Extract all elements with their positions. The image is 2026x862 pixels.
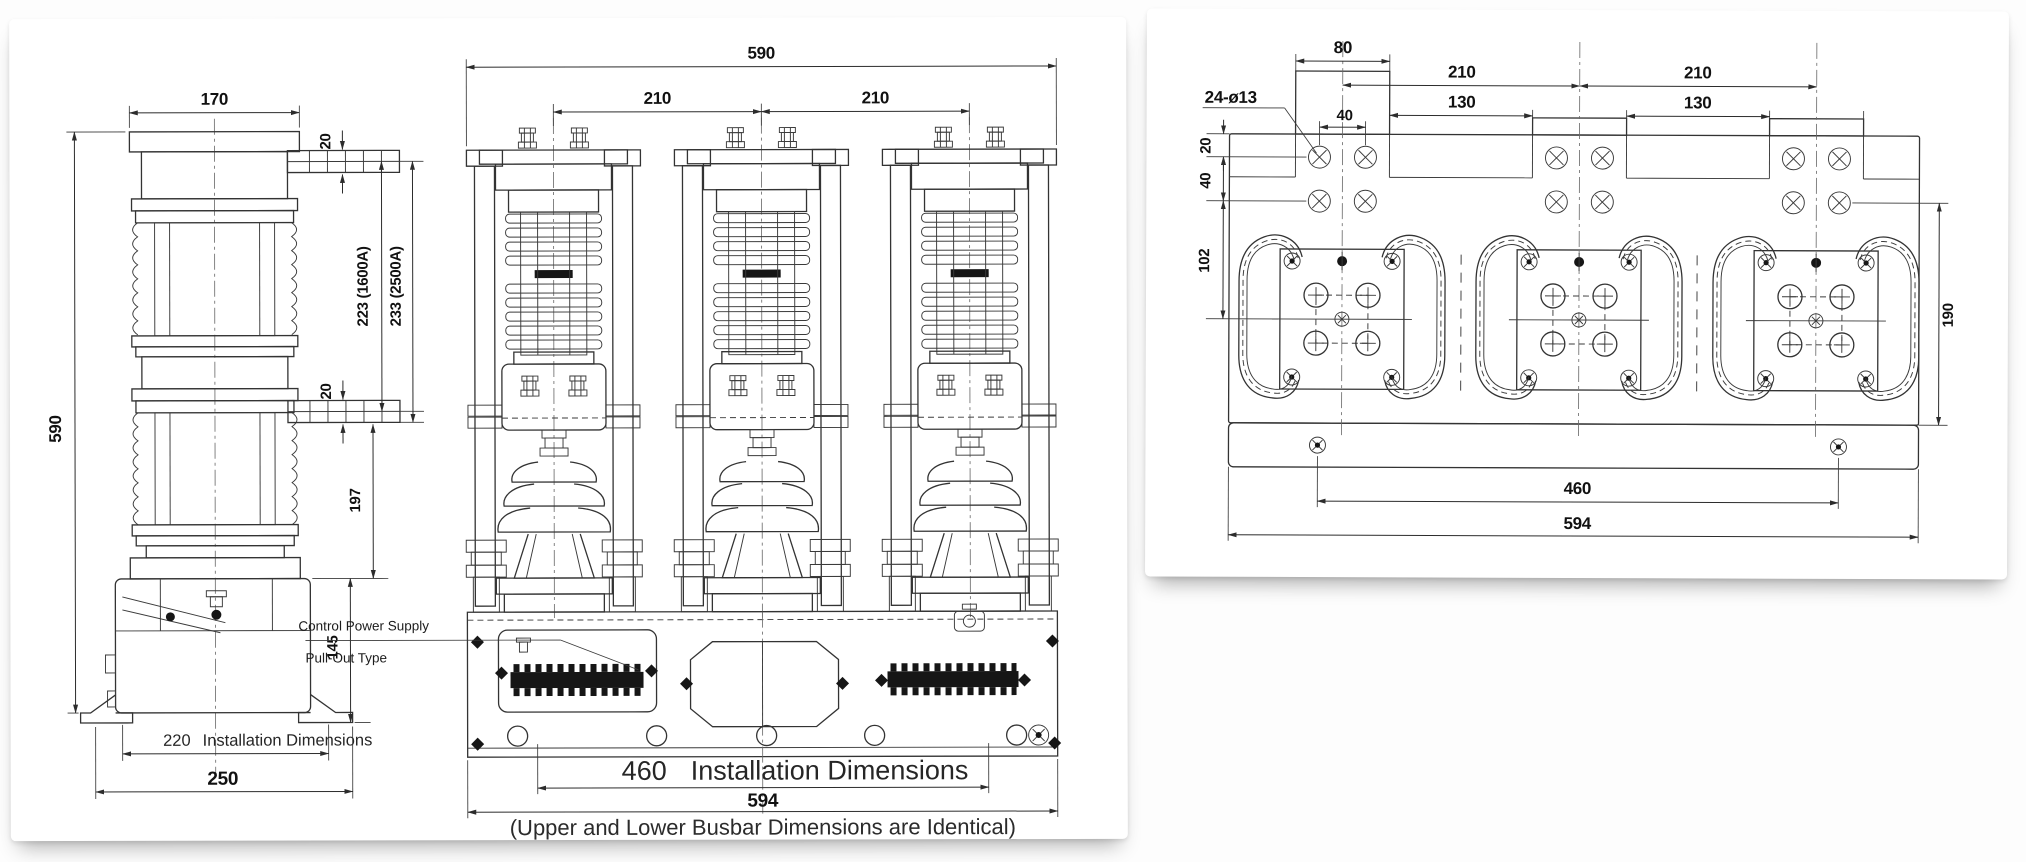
drawing-sheet-left: 170 590 20 20 223 (1600A) 233 (2500A) bbox=[9, 16, 1128, 842]
pole-face-2 bbox=[1475, 42, 1682, 441]
lower-busbar-arm bbox=[287, 399, 401, 424]
dim-170: 170 bbox=[201, 90, 229, 109]
dim-20-side: 20 bbox=[1197, 138, 1214, 154]
breaker-side-front-drawing: 170 590 20 20 223 (1600A) 233 (2500A) bbox=[46, 44, 1062, 840]
nameplate-icon bbox=[953, 603, 985, 632]
front-view: 590 210 210 bbox=[298, 44, 1062, 840]
front-pole-2 bbox=[673, 117, 850, 617]
dim-233-2500A: 233 (2500A) bbox=[388, 246, 405, 326]
dim-80: 80 bbox=[1334, 38, 1352, 57]
hex-plate bbox=[689, 640, 840, 728]
top-view: 80 210 210 130 130 40 24-ø13 bbox=[1196, 38, 1957, 544]
dim-210-left-top: 210 bbox=[1448, 63, 1476, 82]
dim-197: 197 bbox=[347, 488, 364, 512]
breaker-top-drawing: 80 210 210 130 130 40 24-ø13 bbox=[1196, 38, 1957, 544]
pole-face-3 bbox=[1712, 42, 1919, 441]
dim-460-top: 460 bbox=[1564, 479, 1592, 498]
dim-145: 145 bbox=[324, 635, 341, 659]
terminal-block-left bbox=[497, 629, 658, 713]
dim-130-left: 130 bbox=[1448, 93, 1476, 112]
front-pole-3 bbox=[881, 117, 1058, 617]
dim-210-right-top: 210 bbox=[1684, 63, 1712, 82]
upper-busbar-arm bbox=[286, 149, 401, 174]
dim-190: 190 bbox=[1940, 303, 1957, 327]
terminal-strip-right bbox=[887, 663, 1019, 696]
dim-460-value: 460 bbox=[622, 756, 667, 786]
dim-220-value: 220 bbox=[163, 732, 191, 750]
dim-590: 590 bbox=[46, 415, 65, 443]
dim-594-top: 594 bbox=[1563, 514, 1591, 533]
dim-40-side: 40 bbox=[1197, 173, 1214, 189]
dim-220-label: Installation Dimensions bbox=[203, 731, 373, 749]
dim-250: 250 bbox=[207, 769, 238, 790]
dim-20-upper: 20 bbox=[317, 133, 334, 149]
dim-40-top: 40 bbox=[1337, 107, 1353, 124]
side-view: 170 590 20 20 223 (1600A) 233 (2500A) bbox=[46, 90, 424, 799]
busbar-note: (Upper and Lower Busbar Dimensions are I… bbox=[510, 814, 1016, 840]
label-pull-out-type: Pull-Out Type bbox=[305, 650, 387, 665]
dim-130-right: 130 bbox=[1684, 93, 1712, 112]
label-24-o13: 24-ø13 bbox=[1205, 88, 1257, 107]
dim-210-right-front: 210 bbox=[862, 88, 890, 107]
drawing-sheet-right: 80 210 210 130 130 40 24-ø13 bbox=[1145, 8, 2009, 580]
dim-223-1600A: 223 (1600A) bbox=[355, 246, 372, 326]
dim-210-left-front: 210 bbox=[644, 89, 672, 108]
front-base-box bbox=[466, 603, 1062, 814]
earth-bolt bbox=[1028, 724, 1050, 746]
front-pole-1 bbox=[465, 118, 642, 618]
pole-face-1 bbox=[1238, 41, 1445, 440]
dim-460-label: Installation Dimensions bbox=[691, 755, 969, 786]
label-control-power-supply: Control Power Supply bbox=[298, 618, 429, 633]
dim-590-front: 590 bbox=[747, 44, 775, 63]
dim-594-front: 594 bbox=[747, 791, 779, 812]
dim-102: 102 bbox=[1196, 249, 1213, 273]
dim-20-lower: 20 bbox=[318, 383, 335, 399]
